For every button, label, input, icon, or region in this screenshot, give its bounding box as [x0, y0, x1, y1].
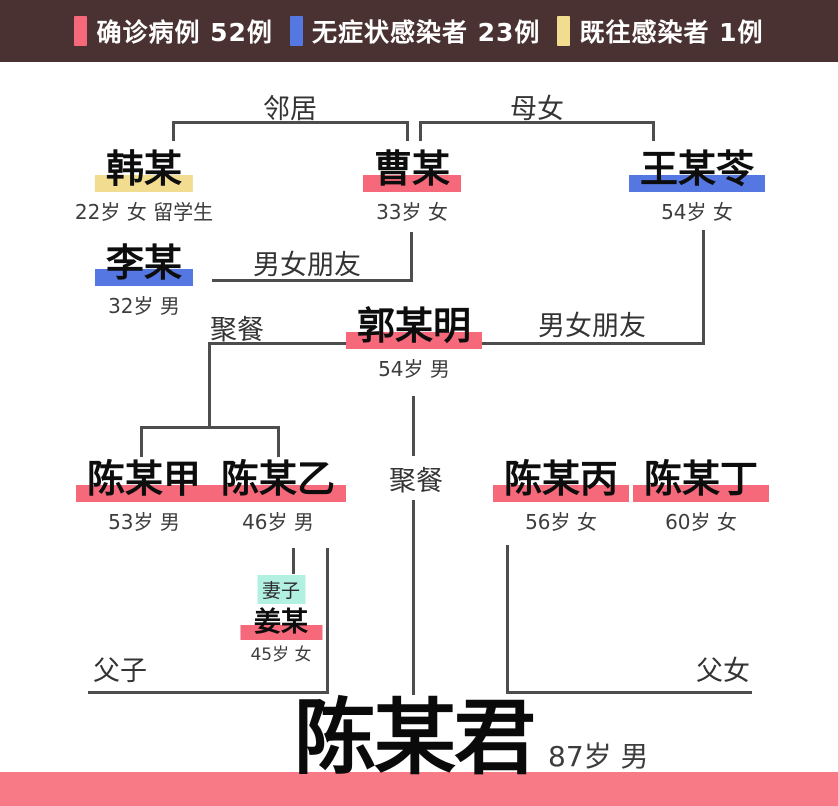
person-detail: 87岁 男	[548, 740, 649, 773]
connector-dinner-center-v-bottom	[412, 500, 415, 695]
relation-label-neighbor: 邻居	[263, 94, 317, 125]
connector-dinner-center-v-top	[412, 396, 415, 456]
legend-item-asymptomatic: 无症状感染者 23例	[289, 13, 541, 49]
person-name: 姜某	[239, 607, 322, 641]
person-name: 陈某乙	[209, 457, 347, 502]
person-detail: 32岁 男	[108, 293, 180, 318]
connector-neighbor-tick-r	[406, 121, 409, 141]
connector-dinner-left-v	[208, 342, 211, 429]
person-node-guomouming: 郭某明 54岁 男	[345, 304, 483, 382]
person-detail: 53岁 男	[108, 509, 180, 534]
connector-neighbor-h	[172, 121, 409, 124]
person-node-chenmouding: 陈某丁 60岁 女	[632, 457, 770, 535]
legend-label: 无症状感染者 23例	[311, 18, 541, 47]
person-node-limou: 李某 32岁 男	[94, 241, 194, 319]
connector-father-son-h	[88, 691, 329, 694]
previous-swatch-icon	[557, 16, 571, 46]
connector-wang-down-v	[702, 230, 705, 345]
person-detail: 22岁 女 留学生	[74, 199, 214, 224]
legend-label: 既往感染者 1例	[579, 18, 764, 47]
person-node-chenmoujun: 陈某君 87岁 男	[294, 691, 649, 786]
relation-label-dinner-left: 聚餐	[210, 315, 264, 346]
connector-father-daughter-v	[506, 545, 509, 694]
person-name: 韩某	[94, 147, 194, 192]
connector-father-daughter-h	[506, 691, 752, 694]
connector-mother-daughter-tick-r	[652, 121, 655, 141]
person-detail: 46岁 男	[242, 509, 314, 534]
connector-brothers-tick-l	[140, 426, 143, 457]
person-name: 陈某丙	[492, 457, 630, 502]
relation-label-couple-upper: 男女朋友	[253, 250, 361, 281]
person-name: 陈某君	[294, 691, 536, 786]
connector-cao-down-v	[410, 232, 413, 282]
connector-wife-v	[292, 548, 295, 574]
relation-label-father-daughter: 父女	[696, 656, 750, 687]
person-detail: 60岁 女	[665, 509, 737, 534]
legend-label: 确诊病例 52例	[96, 18, 273, 47]
asymptomatic-swatch-icon	[289, 16, 303, 46]
person-name: 曹某	[362, 147, 462, 192]
connector-dinner-left-h	[208, 342, 358, 345]
connector-father-son-v	[326, 548, 329, 694]
connector-couple-lower-h	[478, 342, 705, 345]
person-node-chenmoujia: 陈某甲 53岁 男	[75, 457, 213, 535]
relation-label-father-son: 父子	[93, 656, 147, 687]
legend-item-confirmed: 确诊病例 52例	[74, 13, 273, 49]
confirmed-swatch-icon	[74, 16, 88, 46]
person-node-jiangmou: 妻子 姜某 45岁 女	[239, 575, 322, 666]
connector-neighbor-tick-l	[172, 121, 175, 141]
legend-item-previous: 既往感染者 1例	[557, 13, 763, 49]
connector-brothers-tick-r	[277, 426, 280, 457]
person-name: 李某	[94, 241, 194, 286]
person-detail: 33岁 女	[376, 199, 448, 224]
connector-couple-upper-h	[212, 279, 413, 282]
person-name: 陈某甲	[75, 457, 213, 502]
person-detail: 56岁 女	[525, 509, 597, 534]
person-detail: 45岁 女	[250, 645, 312, 666]
relation-label-dinner-center: 聚餐	[387, 459, 445, 498]
relation-label-mother-daughter: 母女	[510, 94, 564, 125]
person-name: 王某苓	[628, 147, 766, 192]
person-node-chenmoubing: 陈某丙 56岁 女	[492, 457, 630, 535]
legend-bar: 确诊病例 52例 无症状感染者 23例 既往感染者 1例	[0, 0, 838, 62]
wife-relation-tag: 妻子	[256, 575, 306, 604]
person-node-hanmou: 韩某 22岁 女 留学生	[74, 147, 214, 225]
person-name: 郭某明	[345, 304, 483, 349]
person-detail: 54岁 男	[378, 356, 450, 381]
relation-label-couple-lower: 男女朋友	[538, 311, 646, 342]
person-detail: 54岁 女	[661, 199, 733, 224]
person-node-chenmouyi: 陈某乙 46岁 男	[209, 457, 347, 535]
connector-mother-daughter-h	[419, 121, 655, 124]
person-name: 陈某丁	[632, 457, 770, 502]
person-node-caomou: 曹某 33岁 女	[362, 147, 462, 225]
connector-brothers-bracket-h	[140, 426, 280, 429]
bottom-highlight-bar	[0, 772, 838, 806]
connector-mother-daughter-tick-l	[419, 121, 422, 141]
person-node-wangmouling: 王某苓 54岁 女	[628, 147, 766, 225]
